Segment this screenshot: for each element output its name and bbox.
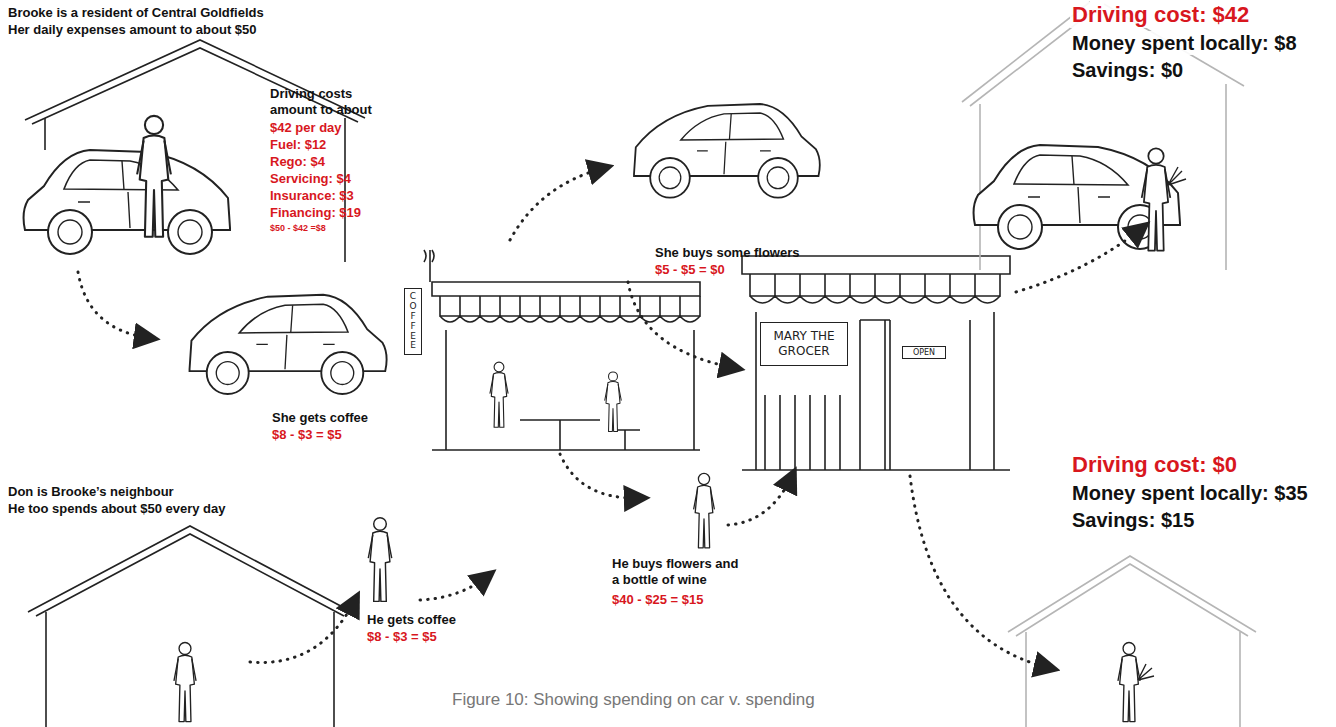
step-amount: $5 - $5 = $0	[655, 262, 725, 278]
cost-total: $42 per day	[270, 120, 342, 136]
person-don-walking	[368, 518, 391, 602]
car-to-cafe	[190, 295, 387, 394]
summary-savings: Savings: $15	[1070, 508, 1196, 532]
step-amount: $40 - $25 = $15	[612, 592, 703, 608]
car-brooke-home	[24, 150, 230, 254]
resident-note: Her daily expenses amount to about $50	[8, 22, 257, 38]
sign-text: COFFEE	[409, 292, 418, 351]
open-sign: OPEN	[902, 346, 946, 359]
barista	[490, 362, 508, 427]
cost-item: Financing: $19	[270, 205, 361, 221]
step-label: He gets coffee	[367, 612, 456, 628]
cost-item: Servicing: $4	[270, 171, 351, 187]
summary-savings: Savings: $0	[1070, 58, 1185, 82]
step-amount: $8 - $3 = $5	[272, 427, 342, 443]
person-don-grocer	[694, 473, 715, 547]
summary-local: Money spent locally: $35	[1070, 481, 1310, 505]
car-to-grocer	[634, 104, 820, 198]
flowers	[1168, 167, 1186, 185]
house-don-after	[1008, 556, 1256, 727]
step-label: She gets coffee	[272, 410, 368, 426]
resident-note: Don is Brooke’s neighbour	[8, 484, 174, 500]
summary-local: Money spent locally: $8	[1070, 31, 1299, 55]
flowers-wine	[1138, 664, 1154, 680]
cost-item: Rego: $4	[270, 154, 325, 170]
person-don-home	[174, 643, 196, 722]
sign-text: OPEN	[907, 348, 941, 357]
step-label: He buys flowers and a bottle of wine	[612, 556, 740, 587]
cafe-customer	[605, 372, 622, 432]
journey-arrows	[78, 168, 1142, 668]
resident-note: He too spends about $50 every day	[8, 501, 225, 517]
cost-item: Insurance: $3	[270, 188, 354, 204]
cost-balance: $50 - $42 =$8	[270, 223, 326, 234]
person-brooke-flowers	[1142, 148, 1171, 250]
resident-note: Brooke is a resident of Central Goldfiel…	[8, 5, 264, 21]
step-label: She buys some flowers	[655, 245, 800, 261]
sign-text: MARY THE GROCER	[765, 329, 843, 359]
summary-driving: Driving cost: $0	[1070, 452, 1239, 478]
figure-caption: Figure 10: Showing spending on car v. sp…	[452, 690, 815, 710]
step-amount: $8 - $3 = $5	[367, 629, 437, 645]
grocer-sign: MARY THE GROCER	[760, 322, 848, 366]
coffee-sign: COFFEE	[404, 288, 422, 355]
cost-heading: Driving costs amount to about	[270, 86, 388, 117]
person-don-after	[1118, 643, 1140, 722]
summary-driving: Driving cost: $42	[1070, 2, 1251, 28]
grocer-shop	[742, 256, 1010, 470]
person-brooke	[137, 116, 171, 237]
house-don	[28, 526, 352, 727]
cost-item: Fuel: $12	[270, 137, 326, 153]
coffee-shop	[424, 250, 700, 450]
